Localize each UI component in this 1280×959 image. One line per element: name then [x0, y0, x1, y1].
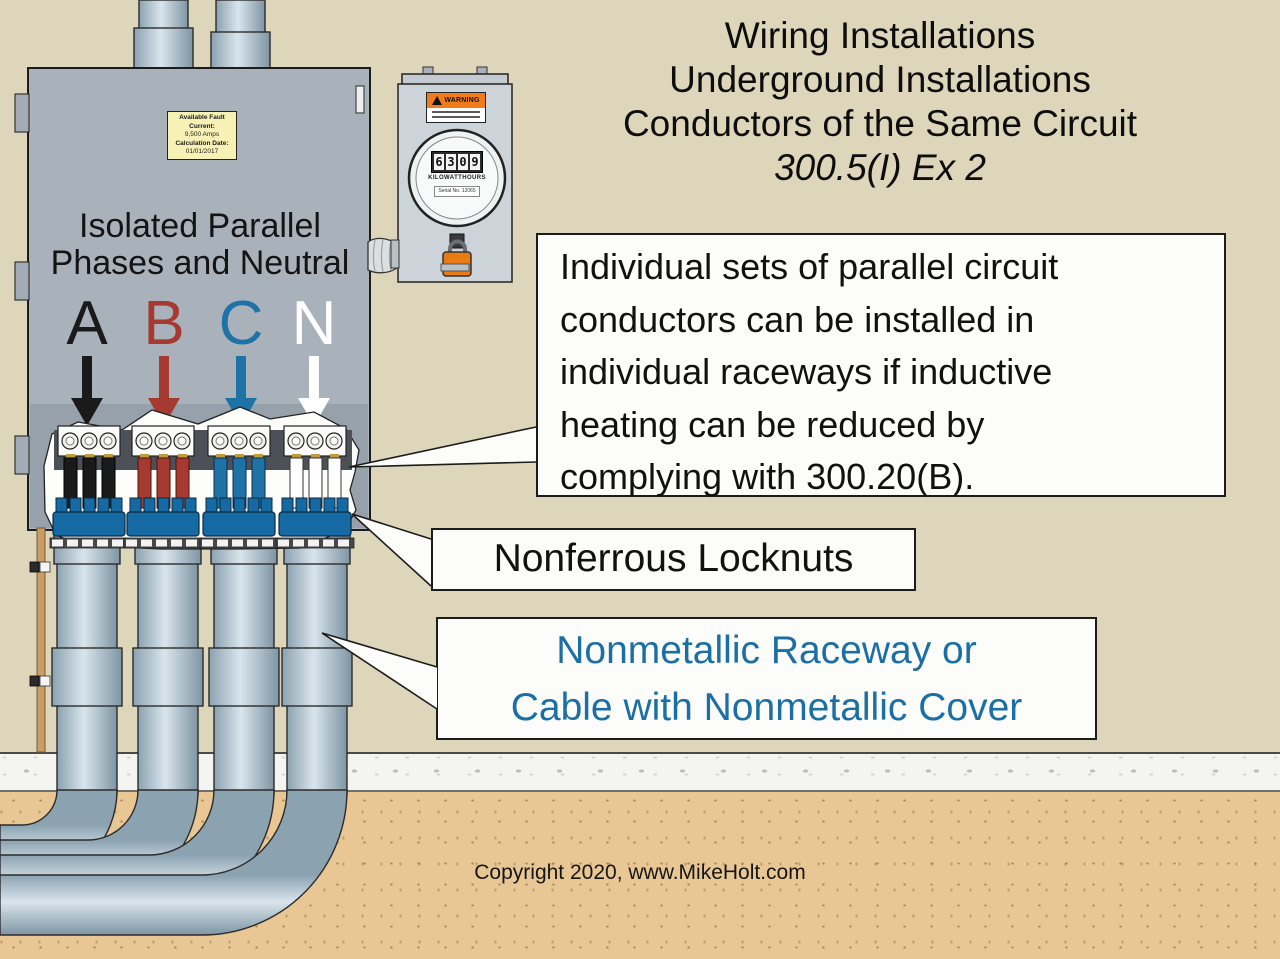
- meter-digit: 3: [446, 154, 456, 170]
- nonferrous-locknut: [52, 497, 126, 537]
- termination-cutaway: [43, 406, 360, 550]
- callout-locknuts-text: Nonferrous Locknuts: [493, 537, 854, 580]
- nonferrous-locknut: [278, 497, 352, 537]
- neutral-label: N: [291, 289, 337, 358]
- meter-register: 6 3 0 9: [431, 151, 483, 173]
- fault-sticker-line-4: 01/01/2017: [185, 148, 219, 155]
- fault-sticker-line-3: Calculation Date:: [175, 139, 229, 147]
- meter-slot: [440, 263, 470, 272]
- fault-current-sticker: Available Fault Current: 9,500 Amps Calc…: [167, 111, 237, 160]
- panel-heading: Isolated Parallel Phases and Neutral: [38, 208, 362, 282]
- panel-hinge: [14, 93, 30, 133]
- fault-sticker-line-2: 9,500 Amps: [184, 131, 220, 138]
- wire-clamp: [29, 561, 51, 573]
- panel-heading-line-2: Phases and Neutral: [50, 244, 350, 282]
- arrow-phase-b: [148, 356, 180, 426]
- arrow-neutral: [298, 356, 330, 426]
- top-service-conduits: [133, 0, 271, 71]
- warning-fine-print: [432, 115, 480, 118]
- copyright-notice: Copyright 2020, www.MikeHolt.com: [474, 861, 806, 884]
- underground-raceways: [0, 529, 353, 936]
- nonferrous-locknut: [126, 497, 200, 537]
- title-code-reference: 300.5(I) Ex 2: [774, 147, 986, 188]
- meter-digit: 0: [458, 154, 468, 170]
- callout-main-line-3: individual raceways if inductive: [560, 351, 1053, 392]
- wire-clamp: [29, 675, 51, 687]
- warning-header: WARNING: [427, 93, 485, 108]
- phase-a-label: A: [66, 289, 108, 358]
- panel-latch-slot: [355, 85, 365, 114]
- meter-serial-label: Serial No. 12065: [434, 186, 480, 197]
- arrow-phase-c: [225, 356, 257, 426]
- fault-sticker-line-1: Available Fault Current:: [179, 114, 225, 130]
- conductor-set-c: [199, 425, 279, 549]
- panel-hinge: [14, 435, 30, 475]
- meter-unit-label: KILOWATTHOURS: [428, 175, 486, 181]
- phase-b-label: B: [143, 289, 185, 358]
- callout-raceway-line-1: Nonmetallic Raceway or: [556, 629, 977, 672]
- callout-parallel-conductors: Individual sets of parallel circuit cond…: [536, 233, 1226, 497]
- callout-main-line-5: complying with 300.20(B).: [560, 456, 975, 497]
- ground-wire-strip: [29, 527, 51, 753]
- callout-nonferrous-locknuts: Nonferrous Locknuts: [431, 528, 916, 591]
- warning-triangle-icon: [432, 96, 443, 105]
- conductor-set-a: [49, 425, 129, 549]
- meter-digit: 6: [434, 154, 444, 170]
- warning-text: WARNING: [444, 97, 480, 104]
- title-line-1: Wiring Installations: [724, 15, 1036, 56]
- phase-arrows: [71, 356, 330, 426]
- panel-hinge: [14, 261, 30, 301]
- meter-warning-sticker: WARNING: [426, 92, 486, 123]
- conductor-set-b: [123, 425, 203, 549]
- callout-main-line-2: conductors can be installed in: [560, 298, 1035, 340]
- meter-digit: 9: [470, 154, 480, 170]
- conductor-set-n: [275, 425, 355, 549]
- title-line-3: Conductors of the Same Circuit: [622, 103, 1138, 144]
- raceway-bend: [0, 789, 348, 936]
- warning-fine-print: [432, 110, 480, 113]
- callout-main-line-1: Individual sets of parallel circuit: [560, 246, 1059, 287]
- arrow-phase-a: [71, 356, 103, 426]
- page-title: Wiring Installations Underground Install…: [540, 14, 1220, 190]
- nonferrous-locknut: [202, 497, 276, 537]
- callout-raceway-line-2: Cable with Nonmetallic Cover: [510, 686, 1023, 729]
- panel-heading-line-1: Isolated Parallel: [79, 207, 321, 245]
- phase-c-label: C: [218, 289, 264, 358]
- title-line-2: Underground Installations: [669, 59, 1091, 100]
- callout-nonmetallic-raceway: Nonmetallic Raceway or Cable with Nonmet…: [436, 617, 1097, 740]
- callout-main-line-4: heating can be reduced by: [560, 403, 985, 445]
